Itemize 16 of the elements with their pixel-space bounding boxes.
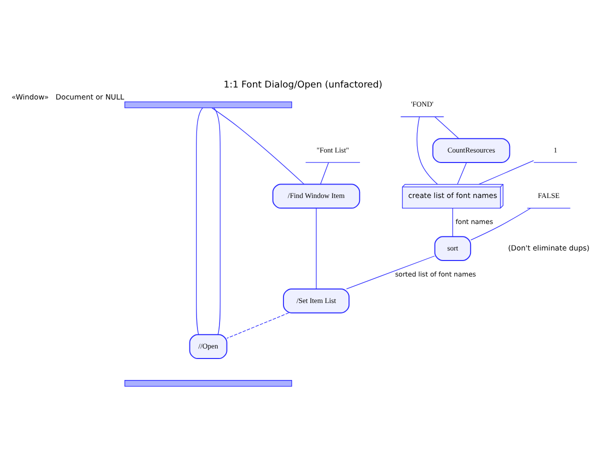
connector	[212, 108, 304, 184]
connector	[478, 160, 534, 185]
node-bar	[124, 380, 292, 387]
connector	[452, 208, 454, 237]
connector	[320, 162, 329, 184]
connector	[196, 108, 204, 335]
connector	[470, 208, 531, 240]
diagram-title: 1:1 Font Dialog/Open (unfactored)	[224, 80, 382, 91]
connector	[457, 162, 467, 184]
node-bar	[124, 102, 292, 108]
connector	[226, 312, 290, 339]
connector	[346, 256, 435, 290]
connector	[416, 116, 438, 185]
connector	[213, 108, 221, 335]
connector	[434, 116, 459, 139]
connector	[316, 208, 317, 290]
